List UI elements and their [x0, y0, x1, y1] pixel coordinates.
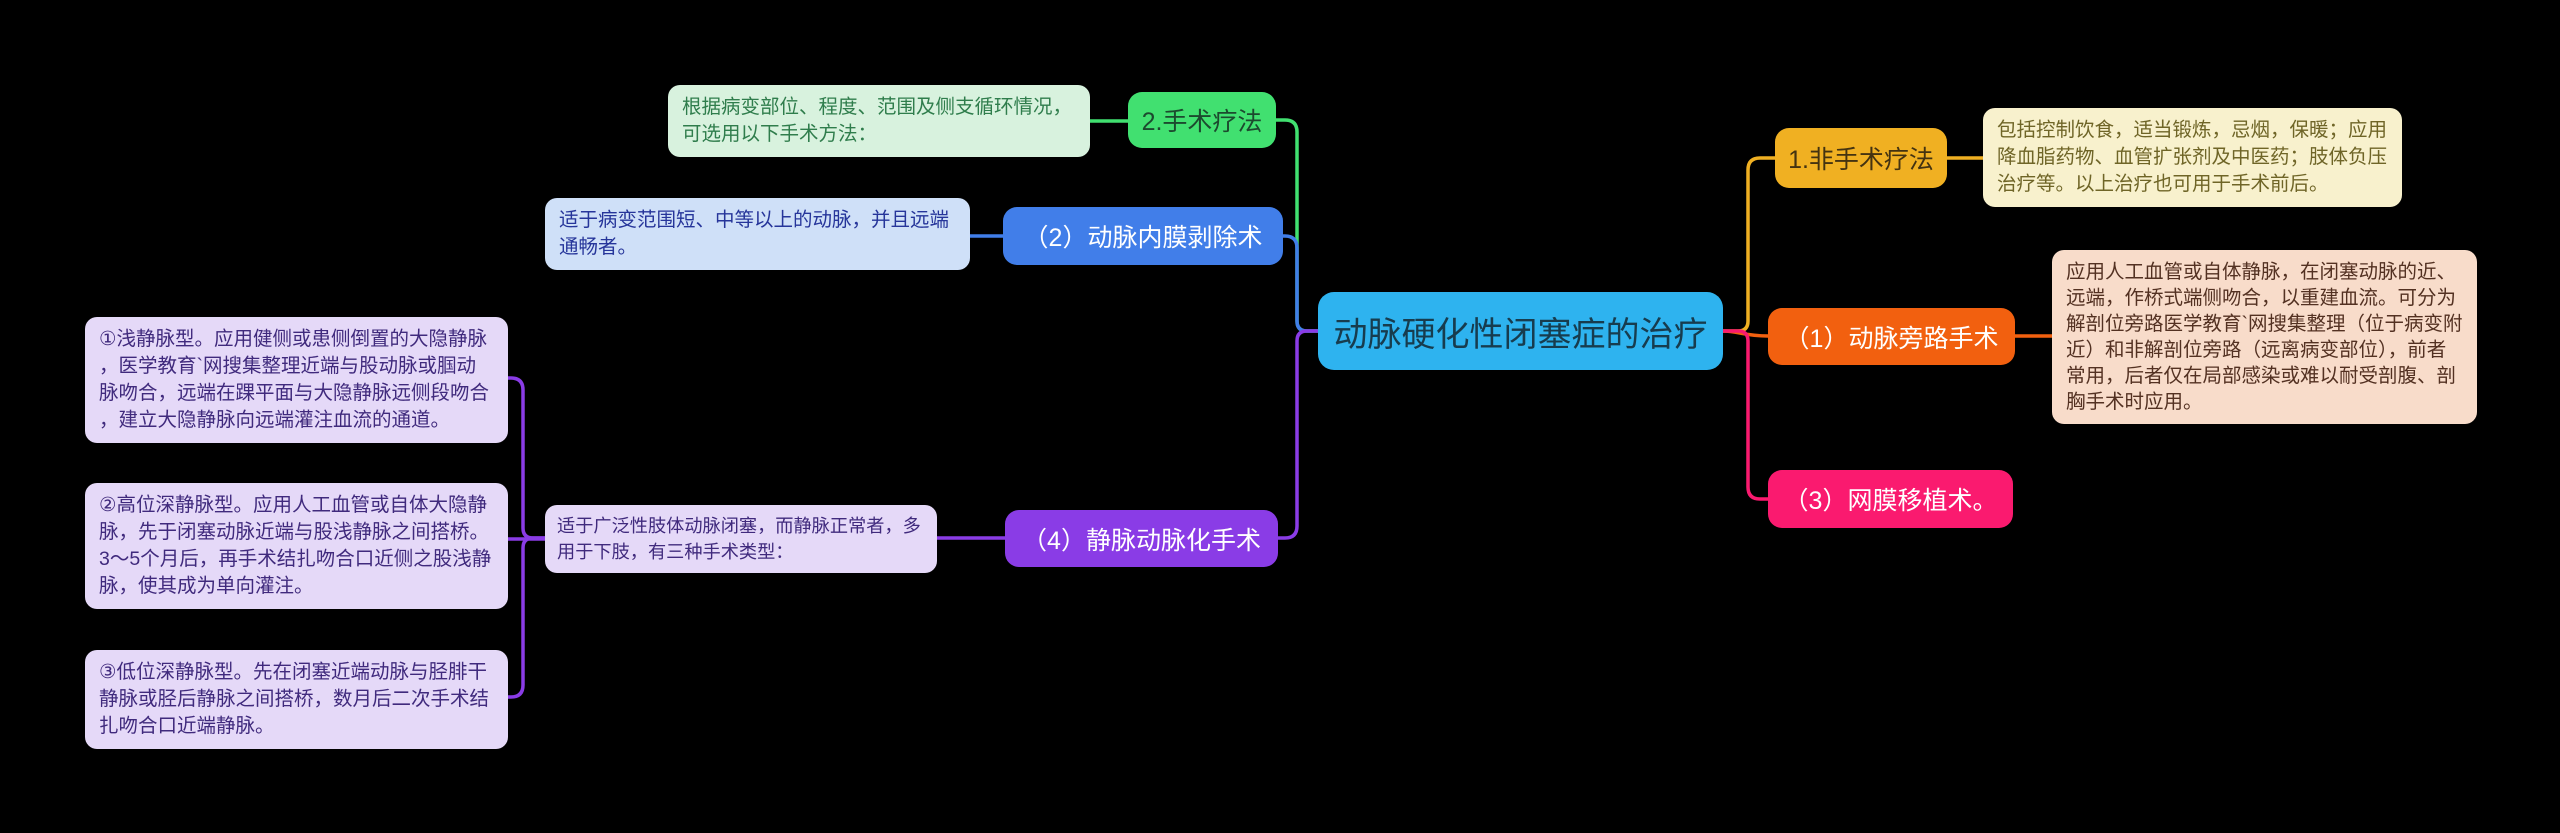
note-surgical[interactable]: 根据病变部位、程度、范围及侧支循环情况，可选用以下手术方法：	[668, 85, 1090, 157]
note-type-high-deep-vein[interactable]: ②高位深静脉型。应用人工血管或自体大隐静脉，先于闭塞动脉近端与股浅静脉之间搭桥。…	[85, 483, 508, 609]
node-non-surgical[interactable]: 1.非手术疗法	[1775, 128, 1947, 188]
edge-type-3	[506, 536, 547, 699]
note-artery-bypass[interactable]: 应用人工血管或自体静脉，在闭塞动脉的近、远端，作桥式端侧吻合，以重建血流。可分为…	[2052, 250, 2477, 424]
node-omentum-transplant[interactable]: （3）网膜移植术。	[1768, 470, 2013, 528]
edge-vein-arterialization	[1276, 329, 1320, 540]
note-vein-arterialization[interactable]: 适于广泛性肢体动脉闭塞，而静脉正常者，多用于下肢，有三种手术类型：	[545, 505, 937, 573]
node-vein-arterialization[interactable]: （4）静脉动脉化手术	[1005, 510, 1278, 567]
central-topic[interactable]: 动脉硬化性闭塞症的治疗	[1318, 292, 1723, 370]
edge-omentum	[1721, 329, 1770, 501]
edge-non-surgical	[1721, 156, 1777, 333]
node-endarterectomy[interactable]: （2）动脉内膜剥除术	[1003, 207, 1283, 265]
node-artery-bypass[interactable]: （1）动脉旁路手术	[1768, 308, 2015, 365]
node-surgical[interactable]: 2.手术疗法	[1128, 92, 1276, 148]
note-type-superficial-vein[interactable]: ①浅静脉型。应用健侧或患侧倒置的大隐静脉，医学教育`网搜集整理近端与股动脉或腘动…	[85, 317, 508, 443]
note-non-surgical[interactable]: 包括控制饮食，适当锻炼，忌烟，保暖；应用降血脂药物、血管扩张剂及中医药；肢体负压…	[1983, 108, 2402, 207]
note-type-low-deep-vein[interactable]: ③低位深静脉型。先在闭塞近端动脉与胫腓干静脉或胫后静脉之间搭桥，数月后二次手术结…	[85, 650, 508, 749]
note-endarterectomy[interactable]: 适于病变范围短、中等以上的动脉，并且远端通畅者。	[545, 198, 970, 270]
edge-endarterectomy	[1281, 234, 1320, 333]
edge-type-1	[506, 376, 547, 540]
